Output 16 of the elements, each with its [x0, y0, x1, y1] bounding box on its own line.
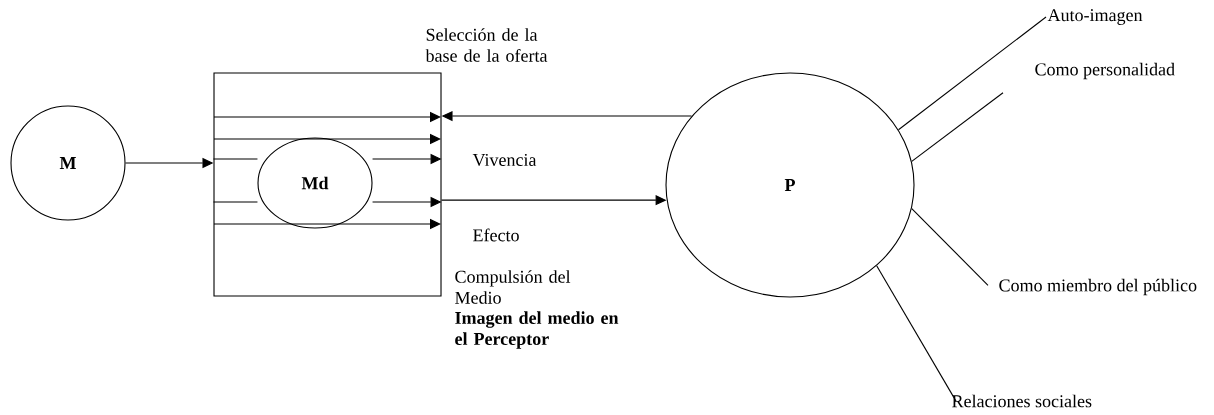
leader-line: [911, 208, 989, 286]
leader-text: Como miembro del público: [999, 278, 1197, 296]
leader-line: [212, 201, 258, 203]
leader-line: [212, 158, 258, 160]
label: Vivencia: [472, 153, 537, 167]
leader-line: [897, 16, 1047, 131]
leader-text: Auto-imagen: [1047, 9, 1143, 25]
label: Compulsión del Medio: [455, 270, 571, 304]
label: Efecto: [473, 228, 519, 242]
leader-text: Relaciones sociales: [952, 394, 1092, 408]
leader-line: [911, 92, 1004, 162]
leader-line: [876, 265, 957, 402]
rectangle: [213, 72, 442, 297]
label: Imagen del medio en el Perceptor: [455, 311, 619, 349]
label: Selección de la base de la oferta: [425, 28, 548, 62]
leader-text: Como personalidad: [1035, 62, 1175, 80]
